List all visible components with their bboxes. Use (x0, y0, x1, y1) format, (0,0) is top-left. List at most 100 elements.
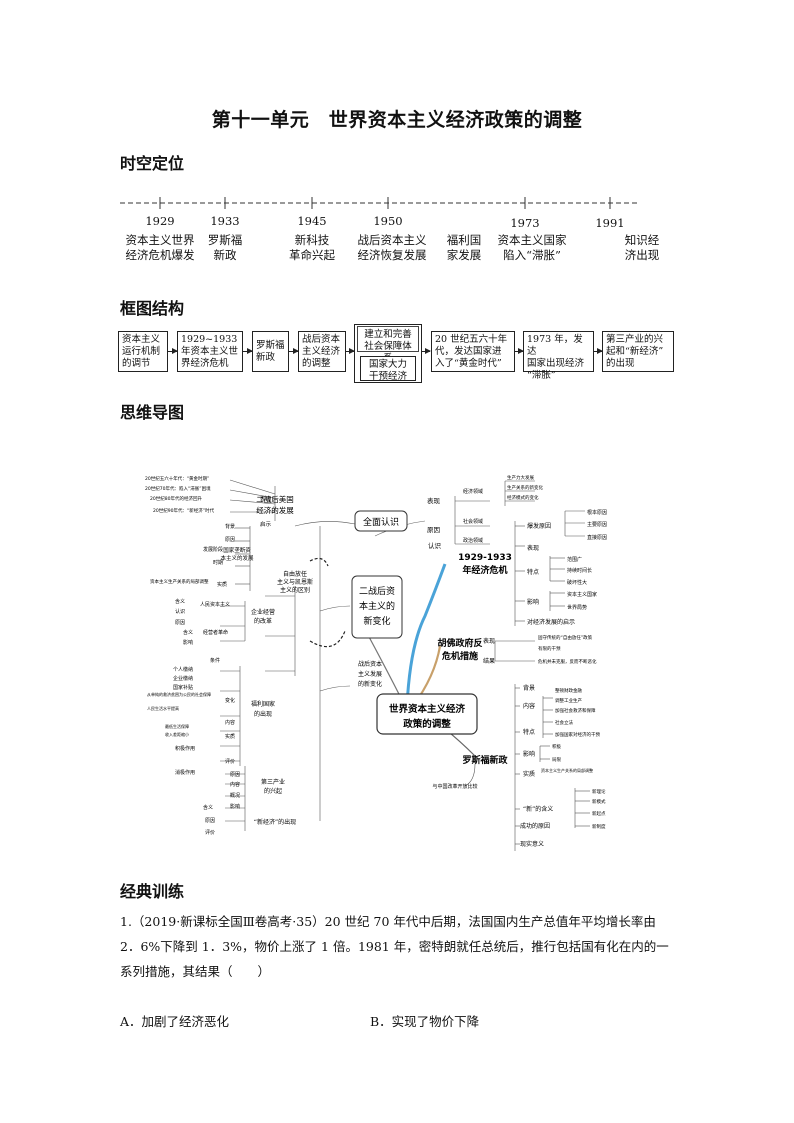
svg-text:表现: 表现 (527, 544, 539, 552)
svg-text:20世纪90年代：“新经济”时代: 20世纪90年代：“新经济”时代 (153, 507, 215, 514)
svg-text:新起点: 新起点 (592, 810, 606, 817)
svg-text:特点: 特点 (527, 568, 539, 576)
timeline-year: 1950 (373, 214, 403, 228)
frame-box-1: 资本主义运行机制的调节 (118, 331, 168, 372)
svg-text:生产关系的新变化: 生产关系的新变化 (507, 484, 543, 491)
svg-text:社会立法: 社会立法 (555, 719, 573, 726)
svg-text:资本主义国家: 资本主义国家 (567, 591, 597, 598)
svg-text:积极作用: 积极作用 (175, 745, 195, 752)
frame-box-5b: 国家大力干预经济 (360, 356, 416, 382)
svg-text:实质: 实质 (225, 733, 235, 740)
svg-text:二战后资: 二战后资 (359, 586, 395, 597)
page-title: 第十一单元 世界资本主义经济政策的调整 (211, 109, 583, 131)
svg-text:现实意义: 现实意义 (520, 840, 544, 848)
svg-text:有限的干预: 有限的干预 (538, 645, 561, 652)
svg-text:年经济危机: 年经济危机 (462, 564, 507, 576)
svg-text:主义与凯恩斯: 主义与凯恩斯 (277, 578, 313, 586)
option-b[interactable]: B．实现了物价下降 (370, 1014, 480, 1029)
svg-text:实质: 实质 (217, 581, 227, 588)
svg-text:经济领域: 经济领域 (463, 488, 483, 495)
svg-text:“新”的含义: “新”的含义 (523, 805, 553, 813)
svg-text:“新经济”的出现: “新经济”的出现 (254, 818, 296, 826)
svg-text:背景: 背景 (523, 684, 535, 692)
svg-text:胡佛政府反: 胡佛政府反 (437, 637, 482, 649)
svg-text:原因: 原因 (427, 526, 440, 534)
mindmap-node-postwar (351, 575, 403, 639)
frame-arrow (346, 348, 355, 354)
svg-text:1929-1933: 1929-1933 (458, 553, 512, 563)
svg-text:发展阶段: 发展阶段 (203, 546, 223, 553)
svg-text:变化: 变化 (225, 697, 235, 704)
svg-text:个人缴纳: 个人缴纳 (173, 666, 193, 673)
svg-text:消极作用: 消极作用 (175, 769, 195, 776)
svg-text:政治领域: 政治领域 (463, 537, 483, 544)
svg-text:世界局势: 世界局势 (567, 604, 587, 611)
svg-text:影响: 影响 (230, 803, 240, 810)
svg-text:自由放任: 自由放任 (283, 570, 307, 578)
svg-text:世界资本主义经济: 世界资本主义经济 (389, 703, 466, 715)
svg-text:新模式: 新模式 (592, 798, 606, 805)
svg-text:概况: 概况 (230, 792, 240, 799)
svg-text:的新变化: 的新变化 (358, 680, 382, 688)
svg-text:原因: 原因 (230, 772, 240, 778)
svg-text:从单纯的救济贫困为公民的社会保障: 从单纯的救济贫困为公民的社会保障 (147, 691, 211, 697)
svg-text:新理论: 新理论 (592, 788, 606, 795)
timeline-year: 1991 (595, 216, 625, 230)
timeline-event: 战后资本主义经济恢复发展 (357, 233, 427, 262)
svg-text:资本主义生产关系的局部调整: 资本主义生产关系的局部调整 (541, 767, 593, 773)
svg-text:爆发原因: 爆发原因 (527, 522, 551, 530)
svg-text:评价: 评价 (225, 758, 235, 765)
frame-arrow (515, 348, 524, 354)
svg-text:表现: 表现 (260, 495, 272, 503)
svg-text:时期: 时期 (213, 559, 223, 566)
frame-box-5a: 建立和完善社会保障体系 (357, 326, 419, 364)
timeline-year: 1933 (210, 214, 240, 228)
svg-text:人民资本主义: 人民资本主义 (200, 601, 230, 608)
svg-text:的兴起: 的兴起 (264, 787, 282, 795)
svg-text:评价: 评价 (205, 829, 215, 836)
svg-text:积极: 积极 (552, 743, 561, 750)
svg-text:认识: 认识 (428, 541, 442, 550)
timeline-year: 1945 (297, 214, 327, 228)
svg-text:内容: 内容 (230, 781, 240, 788)
svg-text:政策的调整: 政策的调整 (403, 718, 451, 730)
section-heading-frame: 框图结构 (120, 299, 185, 318)
mindmap: 世界资本主义经济 政策的调整 全面认识 二战后资 本主义的 新变化 1929-1… (145, 474, 607, 851)
svg-text:第三产业: 第三产业 (261, 778, 285, 786)
svg-text:实质: 实质 (523, 770, 535, 778)
svg-text:对经济发展的启示: 对经济发展的启示 (527, 618, 575, 626)
option-a[interactable]: A．加剧了经济恶化 (120, 1014, 230, 1029)
svg-text:持续时间长: 持续时间长 (567, 567, 592, 574)
section-heading-timeline: 时空定位 (120, 154, 185, 173)
svg-text:本主义的发展: 本主义的发展 (220, 554, 254, 562)
svg-text:危机措施: 危机措施 (441, 650, 478, 662)
svg-text:影响: 影响 (183, 639, 193, 646)
svg-text:经济的发展: 经济的发展 (256, 505, 294, 515)
timeline-event: 资本主义世界经济危机爆发 (125, 233, 195, 262)
frame-arrow (243, 348, 253, 354)
svg-text:根本原因: 根本原因 (587, 509, 607, 516)
timeline-axis (120, 197, 640, 209)
svg-text:国家垄断资: 国家垄断资 (223, 546, 251, 554)
svg-text:背景: 背景 (225, 523, 235, 530)
mindmap-center-node (376, 693, 478, 735)
svg-text:启示: 启示 (260, 520, 272, 528)
svg-text:成功的原因: 成功的原因 (520, 822, 550, 830)
svg-text:直接原因: 直接原因 (587, 534, 607, 541)
svg-text:原因: 原因 (205, 818, 215, 824)
timeline-year: 1973 (510, 216, 540, 230)
svg-text:含义: 含义 (203, 804, 213, 811)
svg-text:与中国改革开放比较: 与中国改革开放比较 (432, 783, 477, 790)
timeline-event: 资本主义国家陷入“滞胀” (497, 233, 567, 262)
svg-text:危机并未克服，反而不断恶化: 危机并未克服，反而不断恶化 (538, 658, 597, 665)
svg-text:罗斯福新政: 罗斯福新政 (462, 754, 508, 766)
svg-text:战后资本: 战后资本 (358, 660, 382, 668)
svg-text:原因: 原因 (225, 537, 235, 543)
timeline-year: 1929 (145, 214, 175, 228)
section-heading-mindmap: 思维导图 (120, 403, 185, 422)
svg-text:主义的区别: 主义的区别 (280, 586, 310, 594)
mindmap-node-overall (354, 510, 408, 532)
svg-text:整顿财政金融: 整顿财政金融 (555, 687, 582, 694)
frame-arrow (289, 348, 299, 354)
